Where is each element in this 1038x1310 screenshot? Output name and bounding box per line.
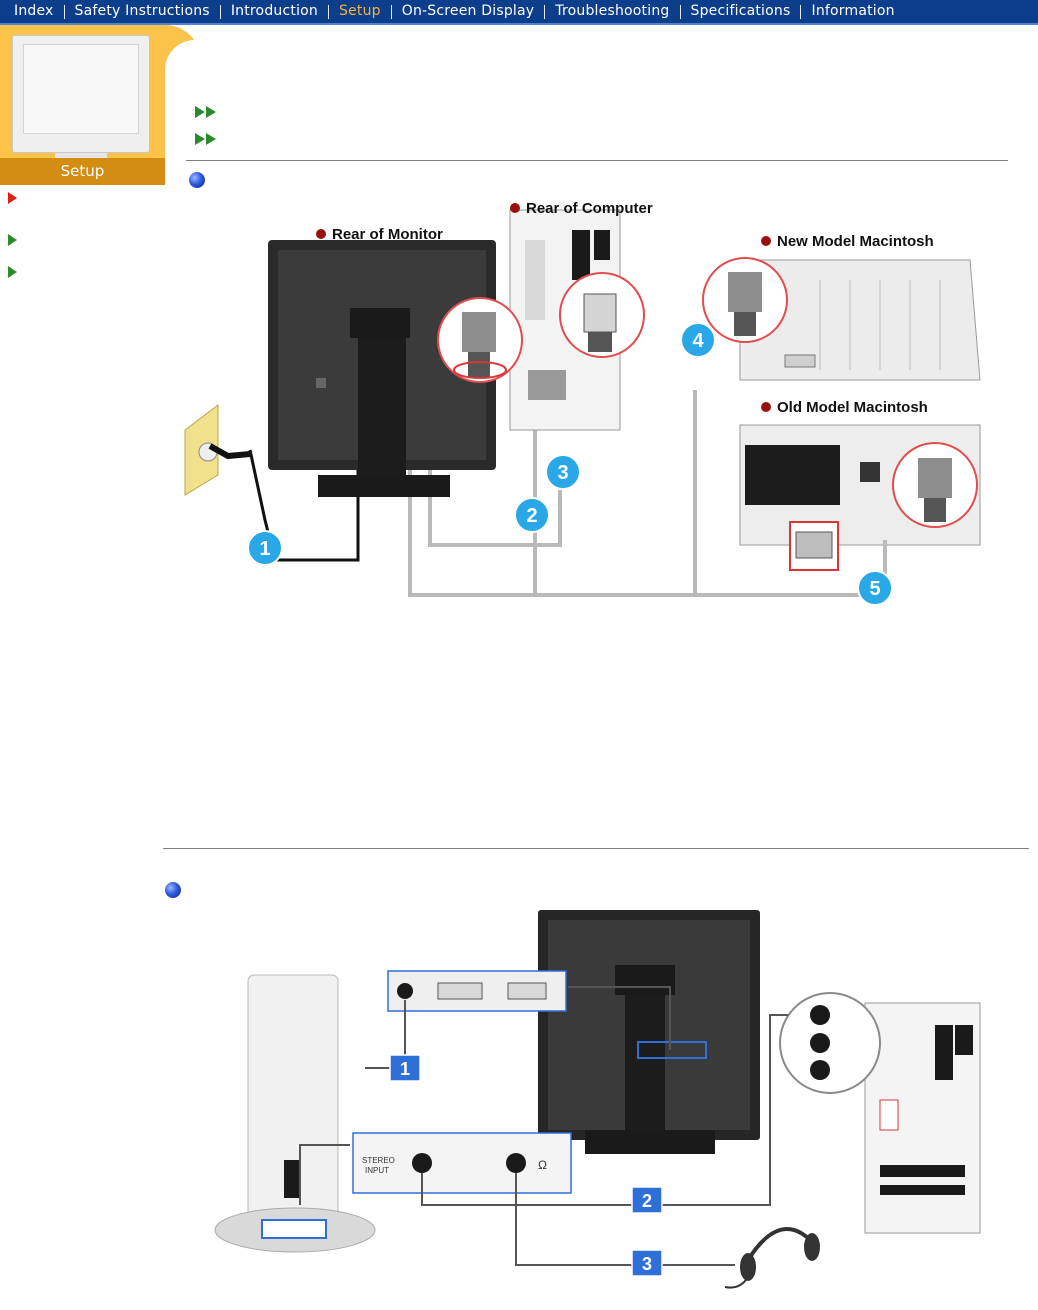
label-old-model-macintosh: Old Model Macintosh bbox=[777, 399, 928, 416]
connection-diagram-2: STEREO INPUT Ω bbox=[200, 905, 1000, 1300]
nav-separator bbox=[328, 4, 329, 19]
nav-introduction[interactable]: Introduction bbox=[230, 3, 318, 19]
label-stereo: STEREO bbox=[362, 1156, 395, 1165]
svg-text:1: 1 bbox=[259, 538, 270, 560]
label-rear-of-monitor: Rear of Monitor bbox=[332, 226, 443, 243]
callout-4: 4 bbox=[680, 322, 716, 358]
nav-specifications[interactable]: Specifications bbox=[690, 3, 791, 19]
connection-diagram-1: Rear of Monitor Rear of Computer New Mod… bbox=[180, 190, 1000, 610]
nav-separator bbox=[390, 4, 392, 19]
side-link-arrow[interactable] bbox=[8, 234, 17, 246]
nav-separator bbox=[63, 4, 65, 19]
side-link-arrow-active[interactable] bbox=[8, 192, 17, 204]
connection-diagram-2-svg: STEREO INPUT Ω bbox=[214, 910, 981, 1289]
callout-2: 2 bbox=[514, 497, 550, 533]
section-bullet-icon bbox=[165, 882, 181, 898]
label-new-model-macintosh: New Model Macintosh bbox=[777, 233, 934, 250]
svg-text:1: 1 bbox=[400, 1059, 410, 1079]
double-arrow-icon bbox=[195, 133, 216, 145]
divider-top bbox=[186, 160, 1008, 161]
monitor-thumbnail bbox=[12, 35, 150, 153]
svg-text:3: 3 bbox=[642, 1254, 652, 1274]
nav-information[interactable]: Information bbox=[811, 3, 895, 19]
top-navigation-bar: Index Safety Instructions Introduction S… bbox=[0, 0, 1038, 25]
connection-diagram-1-svg: Rear of Monitor Rear of Computer New Mod… bbox=[184, 200, 981, 606]
svg-text:4: 4 bbox=[692, 330, 704, 352]
svg-text:3: 3 bbox=[557, 462, 568, 484]
section-bullet-icon bbox=[189, 172, 205, 188]
svg-text:5: 5 bbox=[869, 578, 880, 600]
callout-1: 1 bbox=[247, 530, 283, 566]
nav-on-screen-display[interactable]: On-Screen Display bbox=[401, 3, 535, 19]
callout-1: 1 bbox=[389, 1054, 421, 1082]
nav-separator bbox=[679, 4, 681, 19]
monitor-thumbnail-screen bbox=[23, 44, 139, 134]
callout-5: 5 bbox=[857, 570, 893, 606]
nav-setup[interactable]: Setup bbox=[339, 3, 381, 19]
side-link-arrow[interactable] bbox=[8, 266, 17, 278]
nav-safety-instructions[interactable]: Safety Instructions bbox=[74, 3, 210, 19]
nav-index[interactable]: Index bbox=[14, 3, 54, 19]
double-arrow-link-1[interactable] bbox=[194, 105, 218, 119]
section-logo: Setup bbox=[0, 25, 165, 185]
svg-text:2: 2 bbox=[642, 1191, 652, 1211]
nav-separator bbox=[800, 4, 802, 19]
callout-3: 3 bbox=[631, 1249, 663, 1277]
nav-separator bbox=[544, 4, 546, 19]
double-arrow-icon bbox=[195, 106, 216, 118]
headphone-symbol: Ω bbox=[538, 1158, 547, 1172]
divider-bottom bbox=[163, 848, 1029, 849]
label-rear-of-computer: Rear of Computer bbox=[526, 200, 653, 217]
callout-2: 2 bbox=[631, 1186, 663, 1214]
svg-text:2: 2 bbox=[526, 505, 537, 527]
nav-separator bbox=[219, 4, 221, 19]
label-input: INPUT bbox=[365, 1166, 389, 1175]
section-label: Setup bbox=[0, 158, 165, 185]
double-arrow-link-2[interactable] bbox=[194, 132, 218, 146]
nav-troubleshooting[interactable]: Troubleshooting bbox=[555, 3, 670, 19]
callout-3: 3 bbox=[545, 454, 581, 490]
